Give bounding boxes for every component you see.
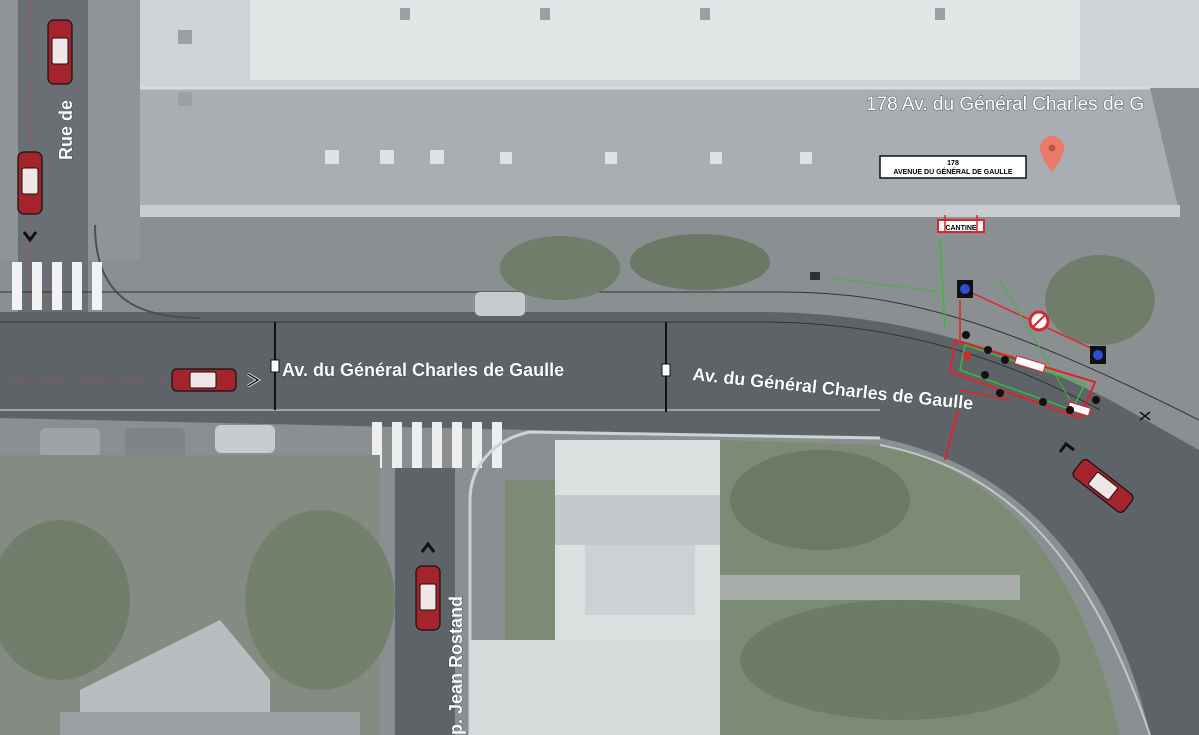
address-sign: 178 AVENUE DU GÉNÉRAL DE GAULLE [879,155,1027,179]
street-label-rue-de: Rue de [56,100,76,160]
direction-arrow-icon [247,372,261,388]
car-icon [171,368,237,392]
address-marker-label: 178 Av. du Général Charles de G [866,94,1144,115]
car-icon [415,565,441,631]
direction-arrow-icon [420,541,436,553]
area-south [0,455,395,735]
parked-cars-south [40,292,525,458]
building-south-center [470,440,720,735]
crosswalk-west [12,262,102,310]
traffic-light-icon [957,280,973,298]
trees-north [500,234,1155,345]
direction-arrow-icon [1058,441,1075,453]
worksite-plan: CANTINE [829,215,1100,461]
car-icon [17,151,43,215]
worksite-small-sign [937,219,985,233]
car-icon [47,19,73,85]
road-avenue [0,224,1199,735]
map-pin-icon[interactable] [1040,136,1064,172]
worksite-small-label: CANTINE [945,225,976,232]
vegetation-southeast [720,440,1151,735]
street-label-jean-rostand: p. Jean Rostand [446,596,466,735]
address-sign-street: AVENUE DU GÉNÉRAL DE GAULLE [893,167,1012,176]
road-marker [810,272,1151,421]
traffic-light-icon [1090,346,1106,364]
street-label-avenue-west: Av. du Général Charles de Gaulle [282,360,564,380]
direction-arrow-icon [22,231,38,243]
building-north [120,0,1199,217]
no-entry-sign-icon [1028,310,1050,332]
address-sign-number: 178 [947,160,959,167]
car-icon [1072,459,1134,513]
street-separators [270,322,671,412]
